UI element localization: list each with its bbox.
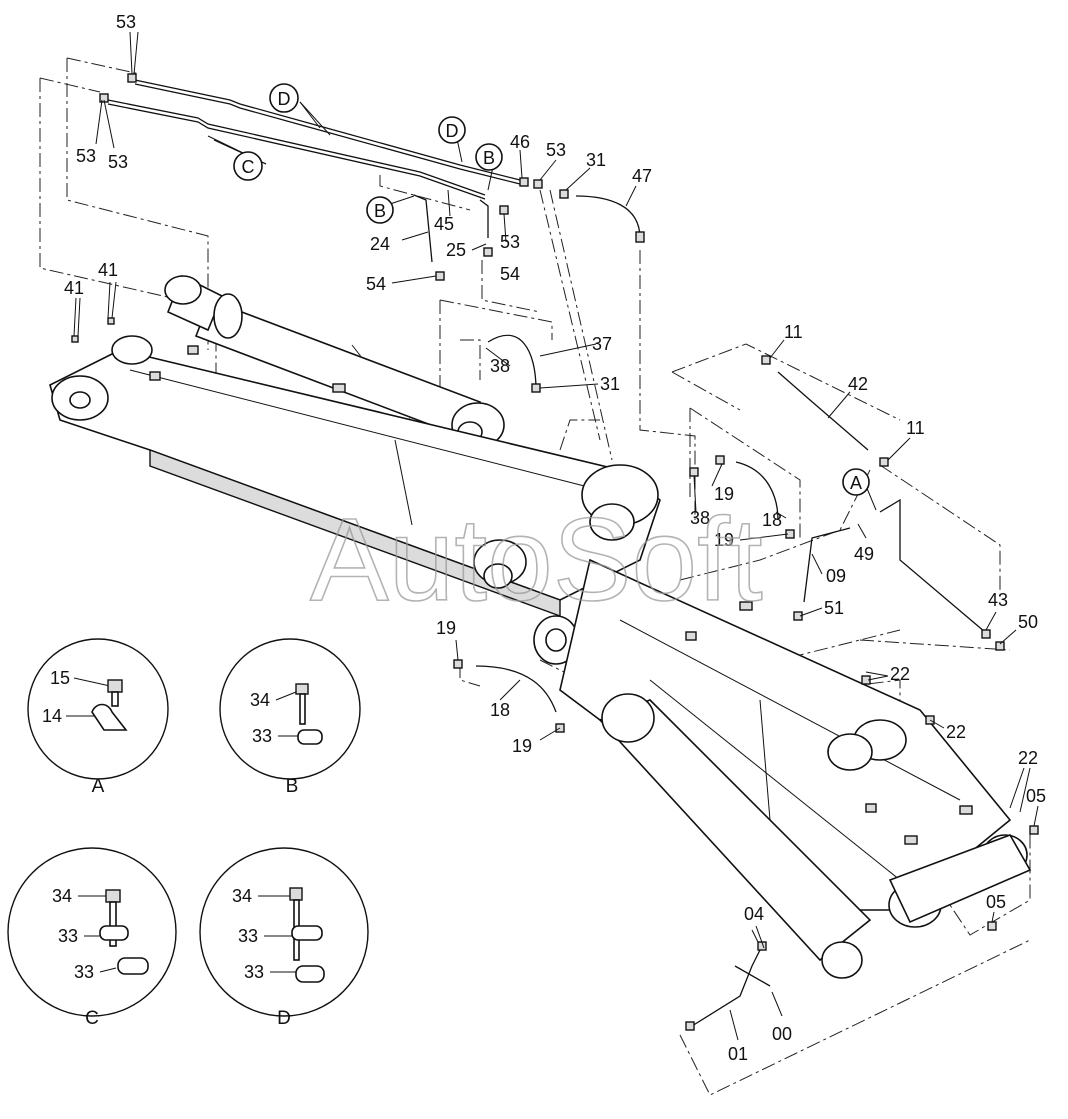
detail-view-a: 15 14 A bbox=[27, 638, 169, 797]
detail-c-caption: C bbox=[85, 1008, 99, 1029]
callout-50: 50 bbox=[1018, 612, 1038, 632]
svg-text:D: D bbox=[278, 89, 291, 109]
detail-view-c: 34 33 33 C bbox=[7, 847, 177, 1029]
callout-53: 53 bbox=[500, 232, 520, 252]
view-ref-a: A bbox=[842, 468, 870, 496]
callout-53: 53 bbox=[108, 152, 128, 172]
callout-24: 24 bbox=[370, 234, 390, 254]
callout-49: 49 bbox=[854, 544, 874, 564]
callout-31: 31 bbox=[600, 374, 620, 394]
detail-d-label-33: 33 bbox=[244, 962, 264, 982]
callout-46: 46 bbox=[510, 132, 530, 152]
callout-18: 18 bbox=[490, 700, 510, 720]
detail-d-caption: D bbox=[277, 1008, 291, 1029]
detail-c-label-34: 34 bbox=[52, 886, 72, 906]
bolt-icon bbox=[105, 889, 121, 947]
detail-c-label-33: 33 bbox=[58, 926, 78, 946]
detail-a-caption: A bbox=[92, 776, 105, 797]
svg-text:B: B bbox=[483, 148, 495, 168]
detail-a-label-15: 15 bbox=[50, 668, 70, 688]
arm-structure bbox=[49, 274, 1032, 979]
callout-53: 53 bbox=[116, 12, 136, 32]
svg-text:B: B bbox=[374, 201, 386, 221]
svg-text:C: C bbox=[242, 157, 255, 177]
view-references: D C D B B A bbox=[233, 83, 870, 496]
callout-04: 04 bbox=[744, 904, 764, 924]
detail-d-label-34: 34 bbox=[232, 886, 252, 906]
callout-01: 01 bbox=[728, 1044, 748, 1064]
callout-43: 43 bbox=[988, 590, 1008, 610]
callout-22: 22 bbox=[946, 722, 966, 742]
callout-19: 19 bbox=[714, 530, 734, 550]
callout-05: 05 bbox=[1026, 786, 1046, 806]
callout-41: 41 bbox=[64, 278, 84, 298]
callout-05: 05 bbox=[986, 892, 1006, 912]
callout-18: 18 bbox=[762, 510, 782, 530]
callout-53: 53 bbox=[546, 140, 566, 160]
clamp-icon bbox=[91, 703, 128, 731]
callout-19: 19 bbox=[512, 736, 532, 756]
detail-b-label-33: 33 bbox=[252, 726, 272, 746]
callout-45: 45 bbox=[434, 214, 454, 234]
callout-37: 37 bbox=[592, 334, 612, 354]
view-ref-c: C bbox=[233, 151, 263, 181]
bolt-icon bbox=[295, 683, 309, 725]
callout-54: 54 bbox=[500, 264, 520, 284]
svg-text:A: A bbox=[850, 473, 862, 493]
detail-d-label-33: 33 bbox=[238, 926, 258, 946]
callout-42: 42 bbox=[848, 374, 868, 394]
callout-00: 00 bbox=[772, 1024, 792, 1044]
detail-c-label-33: 33 bbox=[74, 962, 94, 982]
callout-09: 09 bbox=[826, 566, 846, 586]
view-ref-b: B bbox=[475, 143, 503, 171]
callout-41: 41 bbox=[98, 260, 118, 280]
detail-b-caption: B bbox=[286, 776, 299, 797]
svg-text:D: D bbox=[446, 121, 459, 141]
view-ref-d: D bbox=[438, 116, 466, 144]
detail-a-label-14: 14 bbox=[42, 706, 62, 726]
leader-lines bbox=[73, 31, 1039, 1041]
callout-11: 11 bbox=[784, 322, 803, 342]
hydraulic-lines bbox=[71, 73, 1039, 1031]
detail-view-b: 34 33 B bbox=[219, 638, 361, 797]
detail-b-label-34: 34 bbox=[250, 690, 270, 710]
callout-22: 22 bbox=[1018, 748, 1038, 768]
watermark-text: AutoSoft bbox=[310, 494, 763, 626]
callout-51: 51 bbox=[824, 598, 844, 618]
clamp-icon bbox=[99, 925, 149, 975]
callout-38: 38 bbox=[490, 356, 510, 376]
view-ref-b: B bbox=[366, 196, 394, 224]
callout-11: 11 bbox=[906, 418, 925, 438]
callout-labels: 53 53 53 41 41 46 53 31 47 24 45 25 53 5… bbox=[64, 12, 1046, 1064]
callout-54: 54 bbox=[366, 274, 386, 294]
callout-53: 53 bbox=[76, 146, 96, 166]
callout-19: 19 bbox=[436, 618, 456, 638]
clamp-icon bbox=[297, 729, 323, 745]
callout-31: 31 bbox=[586, 150, 606, 170]
callout-47: 47 bbox=[632, 166, 652, 186]
callout-25: 25 bbox=[446, 240, 466, 260]
callout-38: 38 bbox=[690, 508, 710, 528]
callout-22: 22 bbox=[890, 664, 910, 684]
clamp-icon bbox=[291, 925, 325, 983]
fittings bbox=[71, 73, 1039, 1031]
callout-19: 19 bbox=[714, 484, 734, 504]
detail-view-d: 34 33 33 D bbox=[199, 847, 369, 1029]
bolt-icon bbox=[107, 679, 123, 707]
view-ref-d: D bbox=[269, 83, 299, 113]
